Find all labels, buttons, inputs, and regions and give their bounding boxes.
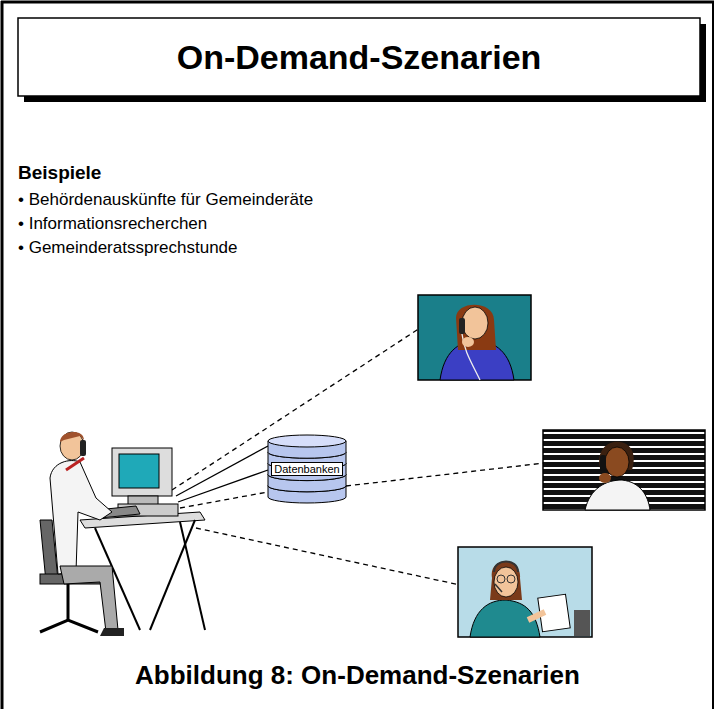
frame-line — [1, 1, 4, 709]
workstation-figure — [40, 432, 205, 636]
bullet-item: • Behördenauskünfte für Gemeinderäte — [18, 190, 313, 210]
blinds-picture — [543, 430, 705, 510]
title-box — [18, 18, 700, 96]
node-text: Datenbanken — [271, 462, 342, 476]
frame-line — [1, 1, 714, 4]
bullet-item: • Informationsrecherchen — [18, 214, 207, 234]
caller-picture — [418, 295, 531, 380]
database-cylinder: Datenbanken — [267, 434, 347, 504]
frame-line — [712, 1, 714, 709]
headset-picture — [458, 547, 592, 637]
section-heading: Beispiele — [18, 162, 101, 184]
slide-title: On-Demand-Szenarien — [177, 38, 542, 77]
bullet-item: • Gemeinderatssprechstunde — [18, 238, 238, 258]
figure-caption: Abbildung 8: On-Demand-Szenarien — [135, 660, 580, 691]
